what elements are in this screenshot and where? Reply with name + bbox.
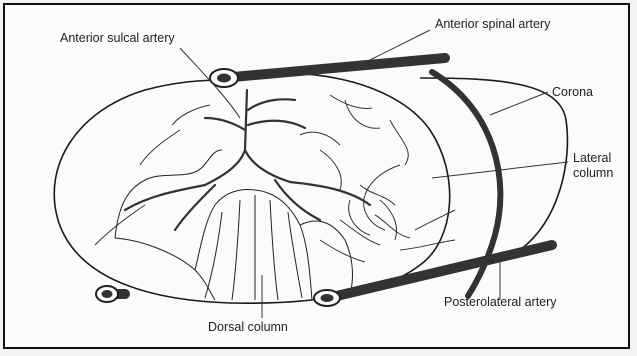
posterolateral-artery-lumen-left-inner xyxy=(102,290,113,298)
peripheral-vessels xyxy=(95,105,455,262)
label-dorsal-column: Dorsal column xyxy=(208,320,288,334)
label-lateral-column-line2: column xyxy=(573,166,613,180)
label-corona: Corona xyxy=(552,85,593,99)
label-posterolateral-artery: Posterolateral artery xyxy=(444,295,557,309)
posterolateral-artery-lumen-right-inner xyxy=(321,294,334,302)
sulcal-branches xyxy=(125,99,370,230)
dorsal-column-septa xyxy=(205,195,302,300)
grey-matter-outline xyxy=(115,150,352,300)
anterior-sulcal-artery-vessel xyxy=(205,90,290,185)
label-anterior-spinal-artery: Anterior spinal artery xyxy=(435,17,551,31)
posterolateral-artery-vessel xyxy=(328,245,552,298)
lateral-column-vessels xyxy=(300,95,410,245)
label-lateral-column-line1: Lateral xyxy=(573,151,611,165)
anterior-spinal-artery-lumen-inner xyxy=(217,74,231,83)
leader-corona xyxy=(490,92,548,115)
label-anterior-sulcal-artery: Anterior sulcal artery xyxy=(60,31,175,45)
anterior-spinal-artery-vessel xyxy=(222,58,445,78)
